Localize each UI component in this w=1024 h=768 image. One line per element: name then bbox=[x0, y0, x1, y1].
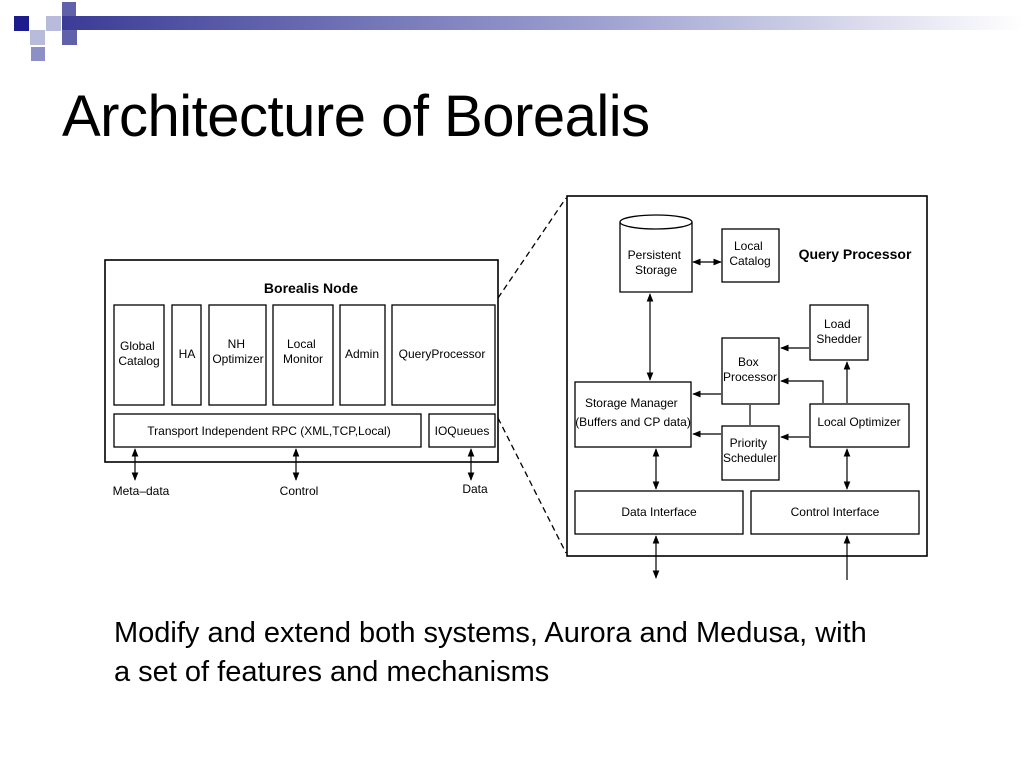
decor-square bbox=[46, 16, 61, 31]
priority-scheduler-box bbox=[721, 425, 780, 481]
local-catalog: Local Catalog bbox=[721, 228, 780, 283]
module-query-processor: QueryProcessor bbox=[391, 304, 496, 406]
ioqueues-label: IOQueues bbox=[435, 424, 490, 438]
transport-box bbox=[113, 413, 422, 448]
control-interface-label: Control Interface bbox=[791, 505, 880, 519]
priority-scheduler-label: Priority Scheduler bbox=[723, 436, 777, 465]
persistent-storage-cylinder bbox=[619, 222, 693, 293]
data-interface-box bbox=[574, 490, 744, 535]
decor-square bbox=[30, 30, 45, 45]
box-processor-label: Box Processor bbox=[723, 355, 777, 384]
borealis-node-box bbox=[104, 259, 499, 463]
control-label: Control bbox=[280, 484, 319, 498]
data-interface: Data Interface bbox=[574, 490, 744, 535]
data-interface-label: Data Interface bbox=[621, 505, 697, 519]
module-global-catalog-label: Global Catalog bbox=[118, 339, 159, 368]
box-processor-box bbox=[721, 337, 780, 405]
load-shedder: Load Shedder bbox=[809, 304, 869, 361]
priority-scheduler: Priority Scheduler bbox=[721, 425, 780, 481]
zoom-line-top bbox=[497, 197, 567, 299]
persistent-storage-top bbox=[619, 214, 693, 230]
module-nh-optimizer-label: NH Optimizer bbox=[212, 337, 263, 366]
persistent-storage: Persistent Storage bbox=[619, 214, 693, 293]
decor-square bbox=[62, 2, 76, 16]
local-catalog-label: Local Catalog bbox=[729, 239, 770, 268]
module-admin-label: Admin bbox=[345, 347, 379, 361]
load-shedder-box bbox=[809, 304, 869, 361]
module-admin-box bbox=[339, 304, 386, 406]
transport-label: Transport Independent RPC (XML,TCP,Local… bbox=[147, 424, 390, 438]
corner-decoration bbox=[14, 2, 1024, 61]
local-optimizer-label: Local Optimizer bbox=[817, 415, 900, 429]
module-ha-box bbox=[171, 304, 202, 406]
module-ha-label: HA bbox=[179, 347, 196, 361]
control-interface-box bbox=[750, 490, 920, 535]
decor-square bbox=[62, 30, 77, 45]
decor-bar bbox=[62, 16, 1024, 30]
module-nh-optimizer: NH Optimizer bbox=[208, 304, 267, 406]
module-nh-optimizer-box bbox=[208, 304, 267, 406]
module-global-catalog: Global Catalog bbox=[113, 304, 165, 406]
module-admin: Admin bbox=[339, 304, 386, 406]
zoom-line-bottom bbox=[497, 417, 567, 554]
storage-manager-label: Storage Manager (Buffers and CP data) bbox=[575, 396, 691, 429]
slide-title: Architecture of Borealis bbox=[62, 84, 650, 149]
module-ha: HA bbox=[171, 304, 202, 406]
local-catalog-box bbox=[721, 228, 780, 283]
control-interface: Control Interface bbox=[750, 490, 920, 535]
local-optimizer-box bbox=[809, 403, 910, 448]
meta-data-label: Meta–data bbox=[113, 484, 170, 498]
query-processor-title: Query Processor bbox=[799, 246, 912, 262]
load-shedder-label: Load Shedder bbox=[816, 317, 861, 346]
module-query-processor-label: QueryProcessor bbox=[399, 347, 486, 361]
decor-square bbox=[31, 47, 45, 61]
module-query-processor-box bbox=[391, 304, 496, 406]
box-processor: Box Processor bbox=[721, 337, 780, 405]
local-optimizer: Local Optimizer bbox=[809, 403, 910, 448]
optimizer-to-box-processor-arrow bbox=[780, 377, 824, 403]
module-local-monitor: Local Monitor bbox=[272, 304, 334, 406]
storage-manager: Storage Manager (Buffers and CP data) bbox=[574, 381, 692, 448]
module-global-catalog-box bbox=[113, 304, 165, 406]
borealis-node-title: Borealis Node bbox=[264, 280, 358, 296]
decor-square bbox=[14, 16, 29, 31]
data-label: Data bbox=[462, 482, 488, 496]
query-processor-detail-box bbox=[566, 195, 928, 557]
persistent-storage-label: Persistent Storage bbox=[628, 248, 685, 277]
storage-manager-box bbox=[574, 381, 692, 448]
ioqueues-box bbox=[428, 413, 496, 448]
module-local-monitor-label: Local Monitor bbox=[283, 337, 323, 366]
module-local-monitor-box bbox=[272, 304, 334, 406]
slide-caption: Modify and extend both systems, Aurora a… bbox=[114, 617, 867, 688]
